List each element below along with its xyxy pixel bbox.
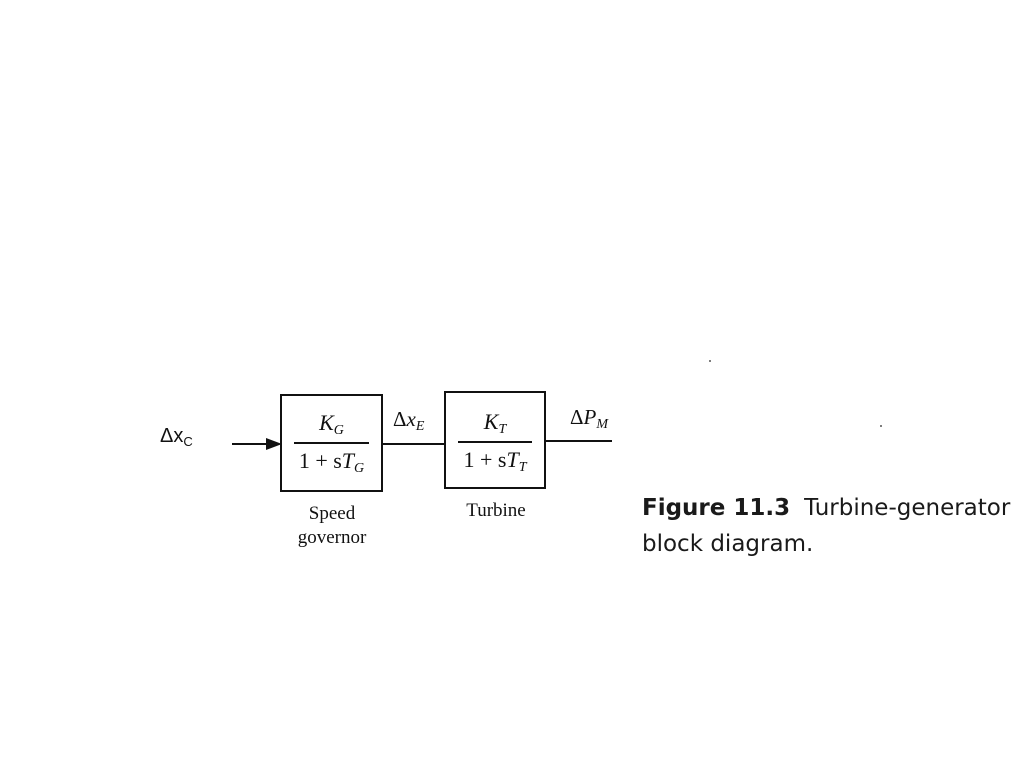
turbine-label: Turbine — [466, 500, 526, 521]
input-signal-label: ΔxC — [160, 425, 193, 449]
figure-caption: Figure 11.3 Turbine-generator block diagr… — [642, 490, 1022, 562]
output-signal-label: ΔPM — [570, 405, 609, 432]
scan-speck — [880, 425, 882, 427]
caption-line-2: block diagram. — [642, 531, 814, 557]
scan-speck — [709, 360, 711, 362]
input-arrowhead — [266, 438, 282, 450]
governor-numerator: KG — [319, 410, 344, 438]
figure-number: Figure 11.3 — [642, 495, 791, 521]
turbine-denominator: 1 + sTT — [463, 447, 527, 475]
caption-line-1: Turbine-generator — [804, 495, 1011, 521]
turbine-block: KT 1 + sTT — [444, 391, 546, 489]
intermediate-signal-label: ΔxE — [393, 407, 425, 434]
governor-denominator: 1 + sTG — [298, 448, 365, 476]
turbine-numerator: KT — [483, 409, 507, 437]
speed-governor-block: KG 1 + sTG — [280, 394, 383, 492]
speed-governor-label: Speed governor — [297, 503, 367, 548]
